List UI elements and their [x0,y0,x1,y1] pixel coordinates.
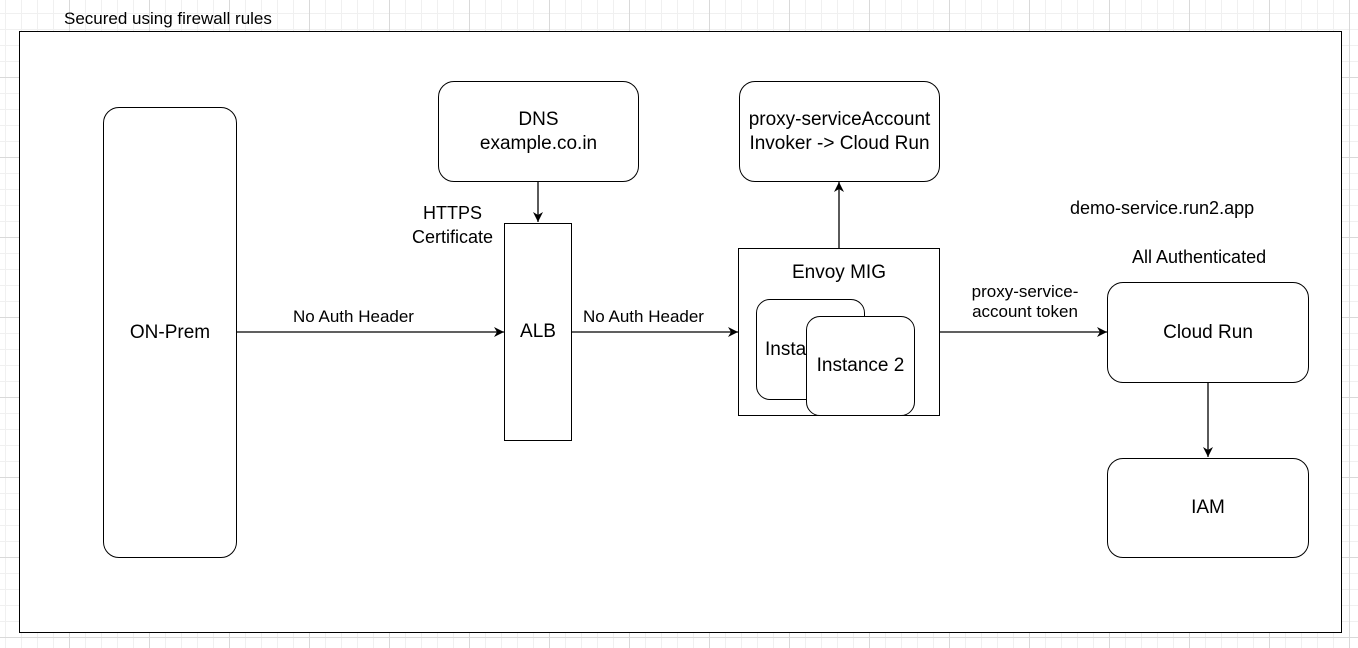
edge-label-onprem-alb: No Auth Header [293,307,414,326]
alb-node[interactable]: ALB [504,223,572,441]
proxy-service-account-label: proxy-serviceAccount Invoker -> Cloud Ru… [748,108,931,154]
https-certificate-label: HTTPS Certificate [411,203,494,247]
envoy-mig-label: Envoy MIG [792,262,886,283]
edge-label-envoy-cloudrun: proxy-service- account token [971,282,1079,321]
all-authenticated-label: All Authenticated [1132,247,1267,267]
edge-label-alb-envoy: No Auth Header [583,307,704,326]
cloud-run-url-label: demo-service.run2.app [1070,198,1255,218]
instance-2-label: Instance 2 [816,355,905,376]
iam-label: IAM [1191,497,1225,518]
firewall-boundary-title: Secured using firewall rules [64,9,272,28]
on-prem-node[interactable]: ON-Prem [103,107,237,558]
cloud-run-label: Cloud Run [1163,321,1253,343]
alb-label: ALB [520,321,556,342]
instance-2-node[interactable]: Instance 2 [806,316,915,416]
dns-label: DNS example.co.in [479,108,598,154]
proxy-service-account-node[interactable]: proxy-serviceAccount Invoker -> Cloud Ru… [739,81,940,182]
iam-node[interactable]: IAM [1107,458,1309,558]
dns-node[interactable]: DNS example.co.in [438,81,639,182]
cloud-run-node[interactable]: Cloud Run [1107,282,1309,383]
on-prem-label: ON-Prem [129,321,211,343]
